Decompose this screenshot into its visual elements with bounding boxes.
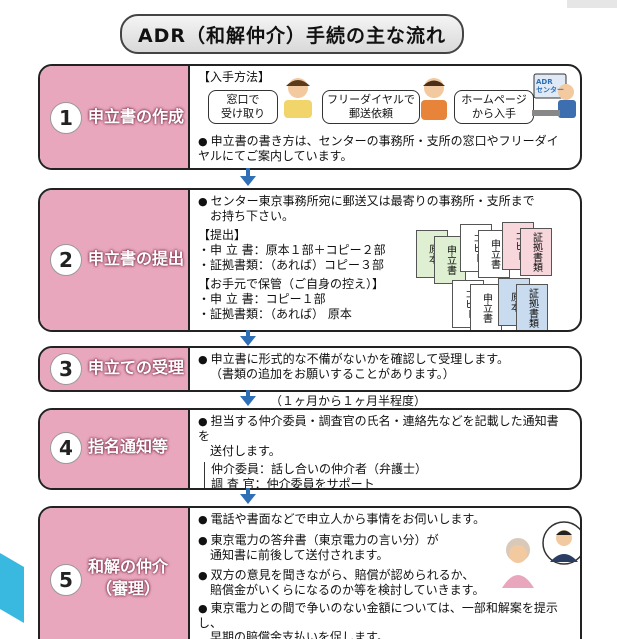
step-2-content: センター東京事務所宛に郵送又は最寄りの事務所・支所まで お持ち下さい。 【提出】… bbox=[198, 194, 570, 330]
page-title: ADR（和解仲介）手続の主な流れ bbox=[120, 14, 464, 54]
step-3-title: 申立ての受理 bbox=[88, 358, 185, 377]
step-5-bullet-1-text: 電話や書面などで申立人から事情をお伺いします。 bbox=[210, 512, 486, 526]
step-5-bullet-2b: 通知書に前後して送付されます。 bbox=[210, 548, 389, 562]
side-decoration bbox=[0, 553, 24, 623]
step-5-bullet-2: 東京電力の答弁書（東京電力の言い分）が bbox=[198, 533, 570, 548]
arrow-4-5-stem bbox=[246, 488, 250, 494]
keep-heading: 【お手元で保管（ご自身の控え）】 bbox=[198, 277, 385, 291]
howto-heading: 【入手方法】 bbox=[198, 70, 271, 84]
step-2-title: 申立書の提出 bbox=[88, 249, 185, 268]
person-phone-icon bbox=[421, 78, 447, 120]
step-2-number: 2 bbox=[50, 244, 82, 276]
arrow-4-5 bbox=[240, 494, 256, 504]
step-5-bullet-1: 電話や書面などで申立人から事情をお伺いします。 bbox=[198, 512, 570, 527]
step-5-bullet-3-text: 双方の意見を聞きながら、賠償が認められるか、 bbox=[210, 568, 475, 582]
arrow-3-4-stem bbox=[246, 390, 250, 396]
step-4-label-panel: 4 指名通知等 bbox=[40, 410, 190, 488]
role-mediator: 仲介委員：話し合いの仲介者（弁護士） bbox=[211, 462, 428, 476]
roles-box: 仲介委員：話し合いの仲介者（弁護士） 調 査 官：仲介委員をサポート bbox=[204, 462, 570, 490]
staff-person-phone-icon bbox=[542, 521, 580, 565]
doc-application-3: 申立書 bbox=[470, 284, 502, 330]
step-3-line2: （書類の追加をお願いすることがあります。） bbox=[210, 367, 455, 381]
step-3-label-panel: 3 申立ての受理 bbox=[40, 348, 190, 390]
step-2-line1: センター東京事務所宛に郵送又は最寄りの事務所・支所まで bbox=[198, 194, 570, 209]
step-5-bullet-4-text: 東京電力との間で争いのない金額については、一部和解案を提示し、 bbox=[198, 601, 558, 630]
step-4-line1b: 送付します。 bbox=[210, 444, 281, 458]
arrow-3-4 bbox=[240, 396, 256, 406]
step-4-title: 指名通知等 bbox=[88, 437, 169, 456]
step-3-line1-text: 申立書に形式的な不備がないかを確認して受理します。 bbox=[210, 352, 510, 366]
step-4-line1-text: 担当する仲介委員・調査官の氏名・連絡先などを記載した通知書を bbox=[198, 414, 559, 443]
arrow-2-3 bbox=[240, 336, 256, 346]
computer-screen-label: ADR センター bbox=[536, 78, 564, 94]
submit-item-1: ・申 立 書：原本１部＋コピー２部 bbox=[198, 243, 386, 257]
step-1-label-panel: 1 申立書の作成 bbox=[40, 66, 190, 168]
chip-window: 窓口で 受け取り bbox=[208, 90, 278, 124]
step-5-bullet-4b: 早期の賠償金支払いを促します。 bbox=[210, 630, 389, 639]
step-3-content: 申立書に形式的な不備がないかを確認して受理します。 （書類の追加をお願いすること… bbox=[198, 352, 570, 386]
step-4-number: 4 bbox=[50, 432, 82, 464]
top-decoration bbox=[567, 0, 617, 8]
step-4: 4 指名通知等 担当する仲介委員・調査官の氏名・連絡先などを記載した通知書を 送… bbox=[38, 408, 582, 490]
step-2: 2 申立書の提出 センター東京事務所宛に郵送又は最寄りの事務所・支所まで お持ち… bbox=[38, 188, 582, 332]
step-3: 3 申立ての受理 申立書に形式的な不備がないかを確認して受理します。 （書類の追… bbox=[38, 346, 582, 392]
doc-evidence-2: 証拠書類 bbox=[516, 284, 548, 330]
step-3-number: 3 bbox=[50, 353, 82, 385]
step-5-label-panel: 5 和解の仲介 （審理） bbox=[40, 508, 190, 639]
step-5-content: 電話や書面などで申立人から事情をお伺いします。 東京電力の答弁書（東京電力の言い… bbox=[198, 512, 580, 639]
keep-item-1: ・申 立 書：コピー１部 bbox=[198, 292, 326, 306]
submit-item-2: ・証拠書類：（あれば）コピー３部 bbox=[198, 258, 385, 272]
step-4-content: 担当する仲介委員・調査官の氏名・連絡先などを記載した通知書を 送付します。 仲介… bbox=[198, 414, 570, 488]
step-2-line1-text: センター東京事務所宛に郵送又は最寄りの事務所・支所まで bbox=[210, 194, 535, 208]
step-1-number: 1 bbox=[50, 102, 82, 134]
duration-note: （１ヶ月から１ヶ月半程度） bbox=[270, 394, 427, 408]
step-2-line1b: お持ち下さい。 bbox=[210, 209, 295, 223]
step-5-number: 5 bbox=[50, 564, 82, 596]
step-1-title: 申立書の作成 bbox=[88, 107, 185, 126]
step-4-line1: 担当する仲介委員・調査官の氏名・連絡先などを記載した通知書を bbox=[198, 414, 570, 444]
step-5-title: 和解の仲介 （審理） bbox=[88, 557, 169, 598]
chip-homepage: ホームページ から入手 bbox=[454, 90, 534, 124]
step-5-bullet-4: 東京電力との間で争いのない金額については、一部和解案を提示し、 bbox=[198, 601, 570, 630]
arrow-1-2-stem bbox=[246, 168, 250, 176]
keep-item-2: ・証拠書類：（あれば） 原本 bbox=[198, 307, 352, 321]
step-1: 1 申立書の作成 【入手方法】 窓口で 受け取り フリーダイヤルで 郵送依頼 ホ… bbox=[38, 64, 582, 170]
arrow-1-2 bbox=[240, 176, 256, 186]
step-5: 5 和解の仲介 （審理） 電話や書面などで申立人から事情をお伺いします。 東京電… bbox=[38, 506, 582, 639]
step-1-note-text: 申立書の書き方は、センターの事務所・支所の窓口やフリーダイヤルにてご案内していま… bbox=[198, 134, 559, 163]
role-investigator: 調 査 官：仲介委員をサポート bbox=[211, 477, 375, 490]
submit-heading: 【提出】 bbox=[198, 228, 247, 242]
step-5-bullet-3b: 賠償金がいくらになるのか等を検討していきます。 bbox=[210, 583, 485, 597]
step-1-note: 申立書の書き方は、センターの事務所・支所の窓口やフリーダイヤルにてご案内していま… bbox=[198, 134, 570, 164]
computer-user-icon bbox=[532, 73, 576, 118]
person-desk-icon bbox=[284, 78, 312, 118]
step-5-bullet-2-text: 東京電力の答弁書（東京電力の言い分）が bbox=[210, 533, 439, 547]
elderly-person-phone-icon bbox=[502, 538, 534, 588]
doc-evidence-1: 証拠書類 bbox=[520, 228, 552, 276]
arrow-2-3-stem bbox=[246, 330, 250, 336]
step-2-label-panel: 2 申立書の提出 bbox=[40, 190, 190, 330]
step-1-content: 【入手方法】 窓口で 受け取り フリーダイヤルで 郵送依頼 ホームページ から入… bbox=[198, 70, 576, 164]
step-5-bullet-3: 双方の意見を聞きながら、賠償が認められるか、 bbox=[198, 568, 570, 583]
chip-freedial: フリーダイヤルで 郵送依頼 bbox=[322, 90, 420, 124]
step-3-line1: 申立書に形式的な不備がないかを確認して受理します。 bbox=[198, 352, 570, 367]
